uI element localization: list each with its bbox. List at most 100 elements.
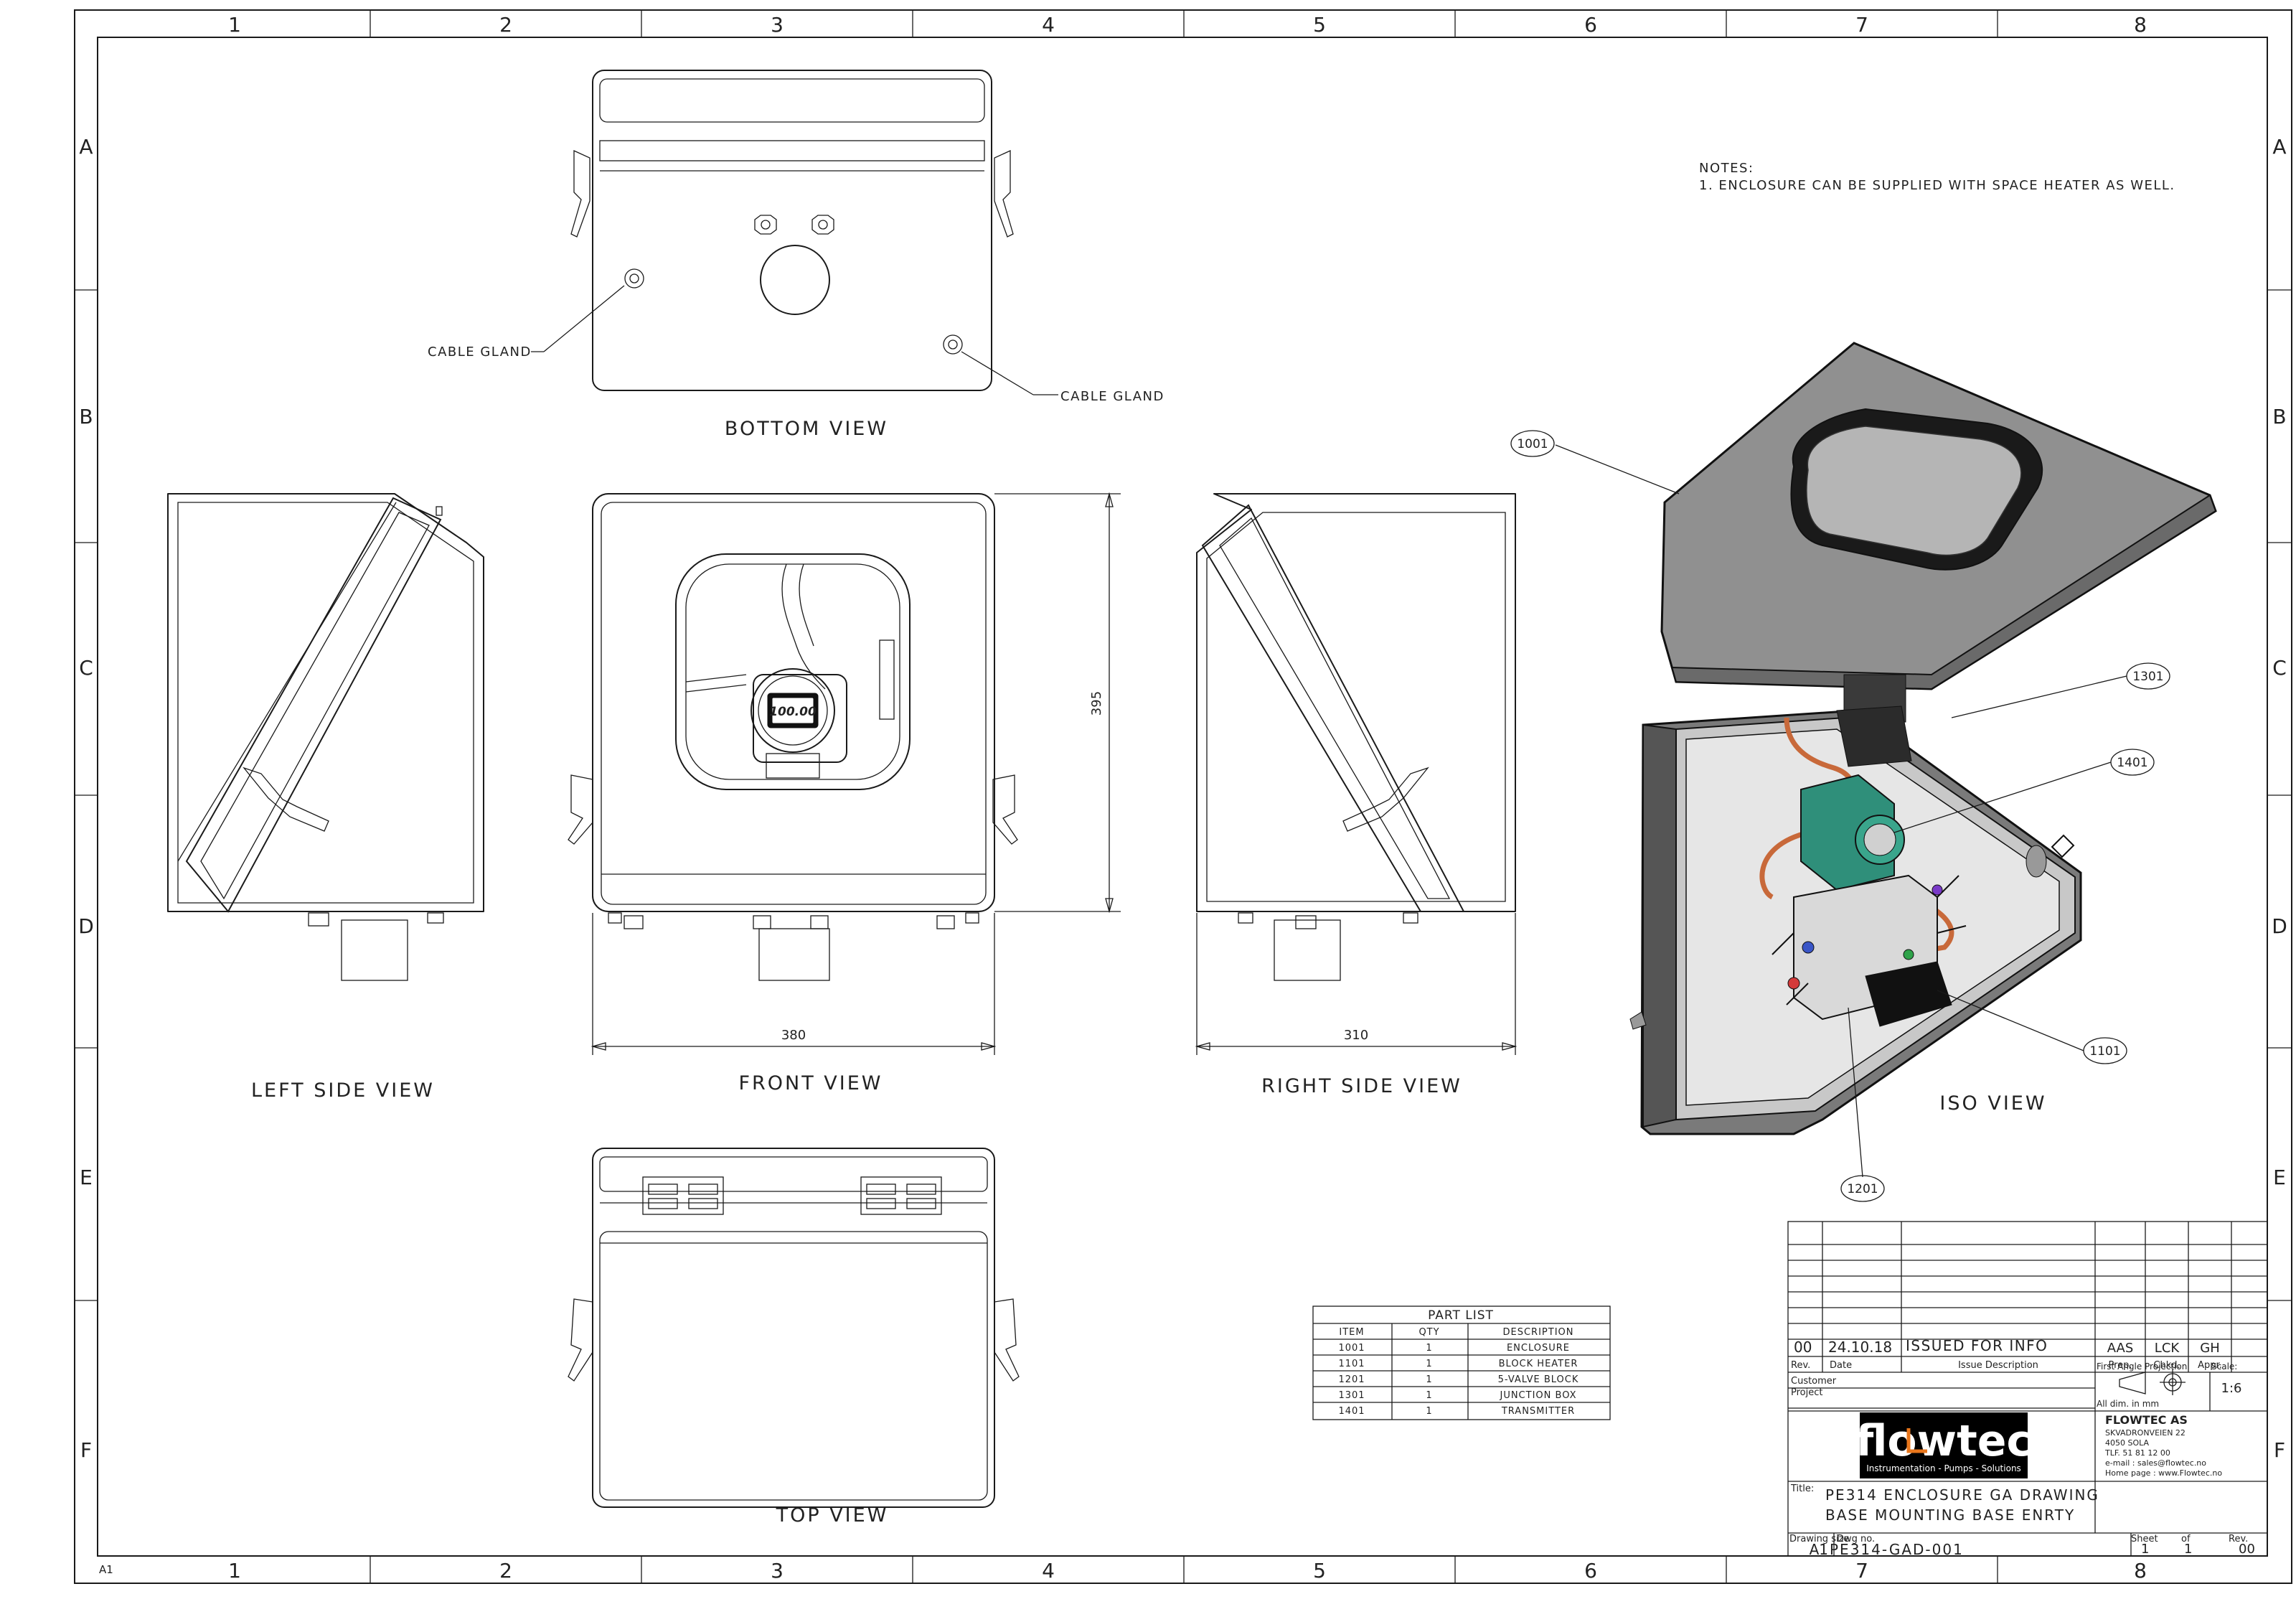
col-label-8: 8 xyxy=(2134,13,2147,37)
row-label-e: E xyxy=(80,1166,93,1189)
column-labels-top: 1 2 3 4 5 6 7 8 xyxy=(228,13,2147,37)
drawing-title-line2: BASE MOUNTING BASE ENRTY xyxy=(1825,1506,2075,1524)
part-list-header-description: DESCRIPTION xyxy=(1503,1327,1574,1338)
title-block: 00 24.10.18 ISSUED FOR INFO AAS LCK GH R… xyxy=(1787,1221,2268,1558)
row-label-d: D xyxy=(78,914,94,938)
col-label-3: 3 xyxy=(771,1559,784,1583)
flowtec-logo: flowtec Instrumentation - Pumps - Soluti… xyxy=(1855,1412,2032,1478)
front-view-label: FRONT VIEW xyxy=(738,1072,883,1094)
col-label-3: 3 xyxy=(771,13,784,37)
sheet-label: Sheet xyxy=(2131,1534,2158,1544)
header-prep: Prep. xyxy=(2108,1360,2132,1371)
part-row-description: TRANSMITTER xyxy=(1501,1406,1575,1417)
notes-heading: NOTES: xyxy=(1699,161,1754,176)
rev-label: Rev. xyxy=(2229,1534,2248,1544)
cable-gland-left-callout: CABLE GLAND xyxy=(428,344,532,360)
part-row-description: JUNCTION BOX xyxy=(1499,1390,1576,1401)
part-row-qty: 1 xyxy=(1426,1374,1432,1385)
col-label-6: 6 xyxy=(1584,1559,1597,1583)
col-label-6: 6 xyxy=(1584,13,1597,37)
header-appr: Appr. xyxy=(2198,1360,2222,1371)
balloon-1301: 1301 xyxy=(2132,670,2163,684)
projection-symbol-icon xyxy=(2119,1369,2186,1395)
title-label: Title: xyxy=(1790,1483,1814,1494)
col-label-5: 5 xyxy=(1313,1559,1326,1583)
sheet-size-mark: A1 xyxy=(99,1563,113,1576)
projection-label: First Angle Projection xyxy=(2097,1361,2187,1372)
dims-label: All dim. in mm xyxy=(2097,1399,2159,1409)
part-row-description: BLOCK HEATER xyxy=(1499,1359,1578,1369)
bottom-view-label: BOTTOM VIEW xyxy=(725,418,888,440)
bottom-view: CABLE GLAND CABLE GLAND BOTTOM VIEW xyxy=(428,70,1165,440)
logo-wordmark: flowtec xyxy=(1855,1416,2032,1466)
revision-code: 00 xyxy=(2239,1542,2255,1557)
col-label-1: 1 xyxy=(228,1559,241,1583)
col-label-2: 2 xyxy=(499,13,512,37)
row-label-a: A xyxy=(2272,135,2286,159)
revision-prep: AAS xyxy=(2107,1341,2134,1356)
part-row-item: 1401 xyxy=(1338,1406,1365,1417)
row-labels-right: A B C D E F xyxy=(2272,135,2287,1462)
row-label-e: E xyxy=(2273,1166,2286,1189)
part-row-qty: 1 xyxy=(1426,1359,1432,1369)
company-email: e-mail : sales@flowtec.no xyxy=(2105,1458,2206,1468)
company-address1: SKVADRONVEIEN 22 xyxy=(2105,1428,2186,1438)
header-date: Date xyxy=(1830,1360,1852,1371)
revision-appr: GH xyxy=(2200,1341,2219,1356)
col-label-1: 1 xyxy=(228,13,241,37)
right-side-view: 310 RIGHT SIDE VIEW xyxy=(1195,493,1518,1097)
header-chkd: Chkd. xyxy=(2153,1360,2180,1371)
left-side-view: LEFT SIDE VIEW xyxy=(167,493,484,1102)
logo-tagline: Instrumentation - Pumps - Solutions xyxy=(1866,1463,2021,1473)
col-label-7: 7 xyxy=(1855,1559,1868,1583)
scale-label: Scale: xyxy=(2211,1361,2237,1372)
drawing-size-label: Drawing size xyxy=(1789,1534,1849,1544)
left-side-view-label: LEFT SIDE VIEW xyxy=(251,1079,435,1102)
col-label-5: 5 xyxy=(1313,13,1326,37)
company-name: FLOWTEC AS xyxy=(2105,1413,2188,1427)
balloon-1001: 1001 xyxy=(1517,437,1548,451)
part-row-item: 1101 xyxy=(1338,1359,1365,1369)
part-row-qty: 1 xyxy=(1426,1343,1432,1354)
header-rev: Rev. xyxy=(1791,1360,1810,1371)
notes: NOTES: 1. ENCLOSURE CAN BE SUPPLIED WITH… xyxy=(1699,161,2174,193)
col-label-8: 8 xyxy=(2134,1559,2147,1583)
cable-gland-right-callout: CABLE GLAND xyxy=(1060,389,1165,404)
part-list-header-item: ITEM xyxy=(1339,1327,1364,1338)
front-view: 100.00 395 380 FRO xyxy=(568,492,1121,1094)
drawing-size: A1 xyxy=(1810,1541,1828,1558)
part-list: PART LIST ITEM QTY DESCRIPTION 1001 1 EN… xyxy=(1312,1305,1611,1420)
top-view-label: TOP VIEW xyxy=(776,1504,889,1527)
part-list-header-qty: QTY xyxy=(1418,1327,1439,1338)
balloon-1101: 1101 xyxy=(2089,1044,2120,1059)
dwg-no-label: Dwg no. xyxy=(1837,1534,1875,1544)
part-row-qty: 1 xyxy=(1426,1406,1432,1417)
part-row-description: ENCLOSURE xyxy=(1507,1343,1570,1354)
part-row-item: 1301 xyxy=(1338,1390,1365,1401)
col-label-4: 4 xyxy=(1042,1559,1055,1583)
row-label-b: B xyxy=(2272,405,2286,428)
transmitter-display-value: 100.00 xyxy=(769,705,817,719)
row-label-a: A xyxy=(79,135,93,159)
part-row-description: 5-VALVE BLOCK xyxy=(1498,1374,1579,1385)
col-label-4: 4 xyxy=(1042,13,1055,37)
of-label: of xyxy=(2181,1534,2191,1544)
top-view: TOP VIEW xyxy=(568,1148,1020,1527)
company-homepage: Home page : www.Flowtec.no xyxy=(2105,1468,2222,1478)
balloon-1201: 1201 xyxy=(1847,1182,1878,1196)
row-label-c: C xyxy=(2272,656,2287,680)
part-list-title: PART LIST xyxy=(1428,1308,1494,1323)
part-row-item: 1001 xyxy=(1338,1343,1365,1354)
revision-chkd: LCK xyxy=(2155,1341,2180,1356)
iso-view: 1001 1301 1401 1101 1201 ISO VIEW xyxy=(1510,342,2217,1202)
row-labels-left: A B C D E F xyxy=(78,135,94,1462)
row-label-f: F xyxy=(80,1438,92,1462)
drawing-number: PE314-GAD-001 xyxy=(1830,1541,1964,1558)
revision-number: 00 xyxy=(1794,1339,1812,1356)
customer-label: Customer xyxy=(1791,1376,1837,1387)
part-row-item: 1201 xyxy=(1338,1374,1365,1385)
column-labels-bottom: 1 2 3 4 5 6 7 8 xyxy=(228,1559,2147,1583)
drawing-title-line1: PE314 ENCLOSURE GA DRAWING xyxy=(1825,1486,2099,1504)
row-label-f: F xyxy=(2274,1438,2285,1462)
right-side-view-label: RIGHT SIDE VIEW xyxy=(1261,1075,1462,1097)
